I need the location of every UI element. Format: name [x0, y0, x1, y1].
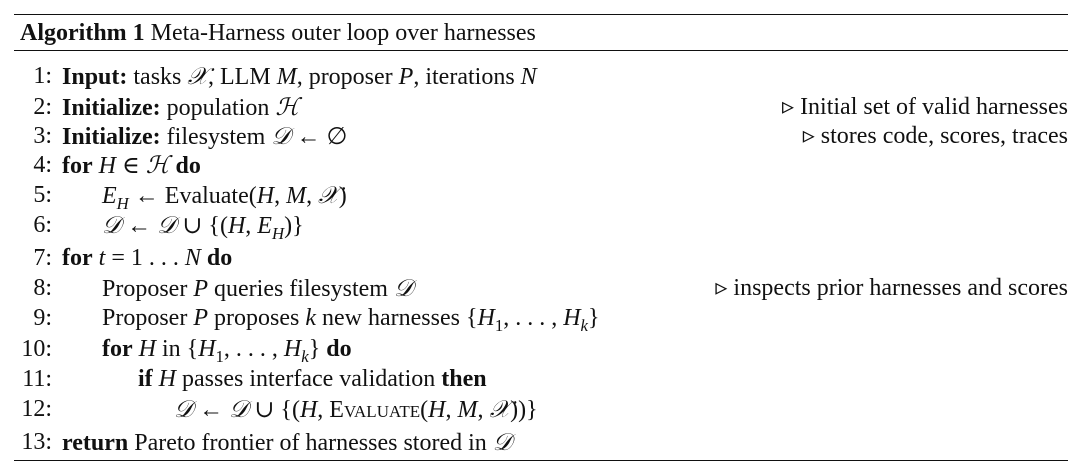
- algorithm-line-9: 9: Proposer P proposes k new harnesses {…: [14, 302, 1068, 334]
- algorithm-line-4: 4: for H ∈ ℋ do: [14, 149, 1068, 181]
- line-body: for t = 1 . . . N do: [62, 245, 233, 271]
- line-body: for H in {H1, . . . , Hk} do: [102, 336, 352, 366]
- keyword: do: [326, 336, 352, 362]
- bottom-rule: [14, 460, 1068, 461]
- line-body: return Pareto frontier of harnesses stor…: [62, 428, 512, 456]
- line-body: Initialize: population ℋ: [62, 93, 300, 121]
- algorithm-line-6: 6: 𝒟 ← 𝒟 ∪ {(H, EH)}: [14, 209, 1068, 243]
- line-body: Proposer P queries filesystem 𝒟: [102, 274, 414, 302]
- line-body: for H ∈ ℋ do: [62, 151, 201, 179]
- line-body: EH ← Evaluate(H, M, 𝒳): [102, 181, 347, 213]
- line-number: 1:: [33, 63, 52, 89]
- algorithm-line-8: 8: Proposer P queries filesystem 𝒟 ▹ ins…: [14, 272, 1068, 304]
- algorithm-caption: Meta-Harness outer loop over harnesses: [150, 20, 536, 46]
- line-body: Initialize: filesystem 𝒟 ← ∅: [62, 122, 348, 150]
- keyword: then: [441, 366, 487, 392]
- algorithm-line-2: 2: Initialize: population ℋ ▹ Initial se…: [14, 91, 1068, 123]
- keyword: do: [175, 153, 201, 179]
- algorithm-label: Algorithm 1: [20, 20, 145, 46]
- line-number: 9:: [33, 305, 52, 331]
- algorithm-title: Algorithm 1 Meta-Harness outer loop over…: [20, 18, 536, 48]
- algorithm-line-13: 13: return Pareto frontier of harnesses …: [14, 426, 1068, 458]
- algorithm-line-10: 10: for H in {H1, . . . , Hk} do: [14, 333, 1068, 365]
- line-number: 6:: [33, 212, 52, 238]
- keyword: Initialize:: [62, 95, 161, 121]
- line-comment: ▹ stores code, scores, traces: [802, 123, 1068, 149]
- line-number: 7:: [33, 245, 52, 271]
- line-number: 4:: [33, 152, 52, 178]
- line-number: 8:: [33, 275, 52, 301]
- keyword: Initialize:: [62, 124, 161, 150]
- line-number: 12:: [21, 396, 52, 422]
- algorithm-line-3: 3: Initialize: filesystem 𝒟 ← ∅ ▹ stores…: [14, 120, 1068, 152]
- line-body: 𝒟 ← 𝒟 ∪ {(H, Evaluate(H, M, 𝒳))}: [174, 395, 538, 423]
- keyword: return: [62, 430, 129, 456]
- algorithm-line-11: 11: if H passes interface validation the…: [14, 363, 1068, 395]
- algorithm-line-7: 7: for t = 1 . . . N do: [14, 242, 1068, 274]
- keyword: do: [206, 245, 233, 271]
- title-rule: [14, 50, 1068, 51]
- line-body: if H passes interface validation then: [138, 366, 487, 392]
- algorithm-box: Algorithm 1 Meta-Harness outer loop over…: [14, 0, 1068, 474]
- line-body: 𝒟 ← 𝒟 ∪ {(H, EH)}: [102, 211, 304, 243]
- line-body: Input: tasks 𝒳, LLM M, proposer P, itera…: [62, 62, 537, 90]
- line-number: 5:: [33, 182, 52, 208]
- keyword: for: [102, 336, 133, 362]
- keyword: if: [138, 366, 153, 392]
- algorithm-line-5: 5: EH ← Evaluate(H, M, 𝒳): [14, 179, 1068, 213]
- line-comment: ▹ Initial set of valid harnesses: [782, 94, 1068, 120]
- line-number: 2:: [33, 94, 52, 120]
- line-number: 10:: [21, 336, 52, 362]
- keyword: Input:: [62, 64, 128, 90]
- line-body: Proposer P proposes k new harnesses {H1,…: [102, 305, 600, 335]
- line-number: 3:: [33, 123, 52, 149]
- algorithm-line-12: 12: 𝒟 ← 𝒟 ∪ {(H, Evaluate(H, M, 𝒳))}: [14, 393, 1068, 425]
- line-number: 13:: [21, 429, 52, 455]
- line-number: 11:: [22, 366, 52, 392]
- keyword: for: [62, 153, 93, 179]
- algorithm-line-1: 1: Input: tasks 𝒳, LLM M, proposer P, it…: [14, 60, 1068, 92]
- keyword: for: [62, 245, 93, 271]
- top-rule: [14, 14, 1068, 15]
- line-comment: ▹ inspects prior harnesses and scores: [715, 275, 1068, 301]
